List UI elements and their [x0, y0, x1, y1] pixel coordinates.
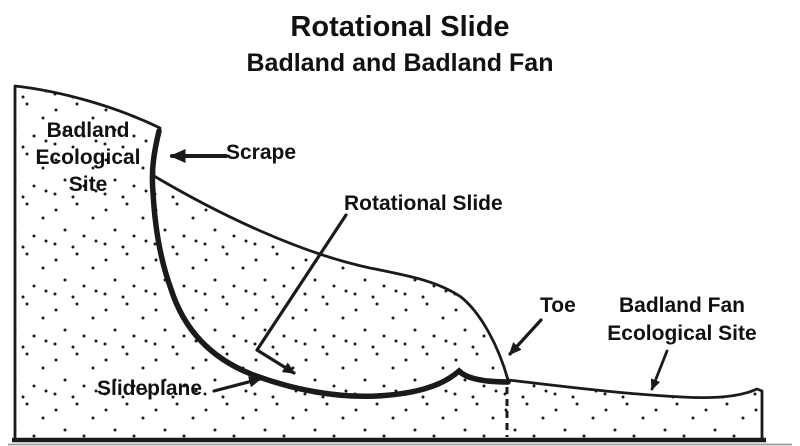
badland-fan-leader-arrow — [650, 349, 669, 391]
badland-site-line1: Badland — [46, 119, 130, 142]
badland-fan-line1: Badland Fan — [618, 294, 745, 317]
badland-site-line3: Site — [68, 173, 108, 196]
badland-fan-ecological-site-label: Badland Fan Ecological Site — [596, 292, 768, 348]
rotational-slide-leader-arrow — [255, 213, 348, 375]
toe-arrow — [508, 318, 543, 356]
slideplane-label: Slideplane — [97, 377, 203, 400]
slideplane-arrow — [212, 376, 262, 393]
badland-site-line2: Ecological — [35, 146, 141, 169]
badland-ecological-site-label: Badland Ecological Site — [26, 117, 150, 198]
badland-fan-line2: Ecological Site — [607, 322, 757, 345]
slideplane-curve — [149, 128, 511, 400]
figure-subtitle: Badland and Badland Fan — [246, 49, 554, 77]
rotational-slide-label: Rotational Slide — [344, 192, 503, 215]
scrape-label: Scrape — [226, 141, 297, 164]
figure-title: Rotational Slide — [290, 11, 510, 43]
toe-label: Toe — [540, 294, 576, 317]
